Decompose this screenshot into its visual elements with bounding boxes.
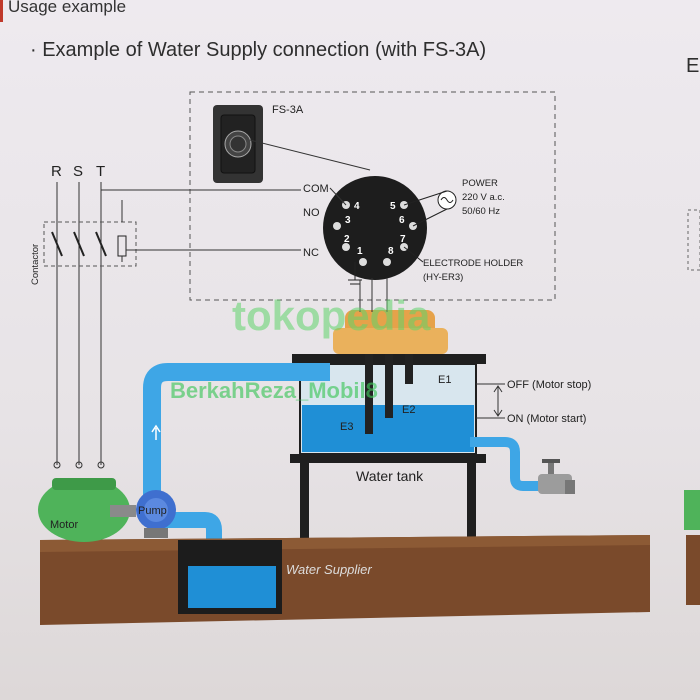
off-level-label: OFF (Motor stop) — [507, 379, 591, 391]
pin-3: 3 — [345, 215, 351, 226]
pin-8: 8 — [388, 246, 394, 257]
electrode-holder-label: ELECTRODE HOLDER — [423, 258, 523, 269]
pump: Pump — [136, 490, 176, 538]
contactor-box — [43, 221, 137, 267]
controller-enclosure — [189, 91, 556, 301]
electrode-e1 — [405, 354, 413, 384]
e3-label: E3 — [340, 421, 353, 433]
phase-t-label: T — [96, 163, 105, 180]
motor: Motor — [38, 478, 136, 542]
no-label: NO — [303, 207, 320, 219]
power-frequency: 50/60 Hz — [462, 206, 500, 217]
inlet-pipe — [143, 363, 330, 495]
motor-label: Motor — [50, 519, 78, 531]
pin-2: 2 — [344, 234, 350, 245]
suction-pipe — [160, 512, 222, 575]
electrode-holder — [333, 278, 448, 354]
pump-label: Pump — [138, 505, 167, 517]
outlet-pipe — [470, 437, 540, 491]
watermark-seller: BerkahReza_Mobil8 — [170, 378, 378, 403]
pin-4: 4 — [354, 201, 360, 212]
power-voltage: 220 V a.c. — [462, 192, 505, 203]
on-level-label: ON (Motor start) — [507, 413, 586, 425]
diagram-title: · Example of Water Supply connection (wi… — [30, 39, 486, 61]
com-label: COM — [303, 183, 329, 195]
pin-7: 7 — [400, 234, 406, 245]
section-header: Usage example — [8, 0, 126, 16]
well-water — [188, 566, 276, 608]
water-supplier-label: Water Supplier — [286, 562, 372, 577]
pin-5: 5 — [390, 201, 396, 212]
power-label: POWER — [462, 178, 498, 189]
fs3a-label: FS-3A — [272, 104, 304, 116]
pin-1: 1 — [357, 246, 363, 257]
phase-s-label: S — [73, 163, 83, 180]
watermark-store: tokopedia — [232, 292, 431, 339]
phase-r-label: R — [51, 163, 62, 180]
contactor-label: Contactor — [30, 244, 41, 285]
faucet-icon — [538, 459, 575, 494]
water-tank-label: Water tank — [356, 468, 424, 484]
nc-label: NC — [303, 247, 319, 259]
pin-6: 6 — [399, 215, 405, 226]
electrode-e2 — [385, 354, 393, 418]
e2-label: E2 — [402, 404, 415, 416]
electrode-holder-model: (HY-ER3) — [423, 272, 463, 283]
octal-socket: 4 5 3 6 2 7 1 8 — [323, 176, 427, 280]
e1-label: E1 — [438, 374, 451, 386]
fs3a-unit: FS-3A — [213, 104, 304, 183]
electrode-e3 — [365, 354, 373, 434]
next-page-cut-letter: E — [686, 55, 699, 77]
header-bar — [0, 0, 3, 22]
